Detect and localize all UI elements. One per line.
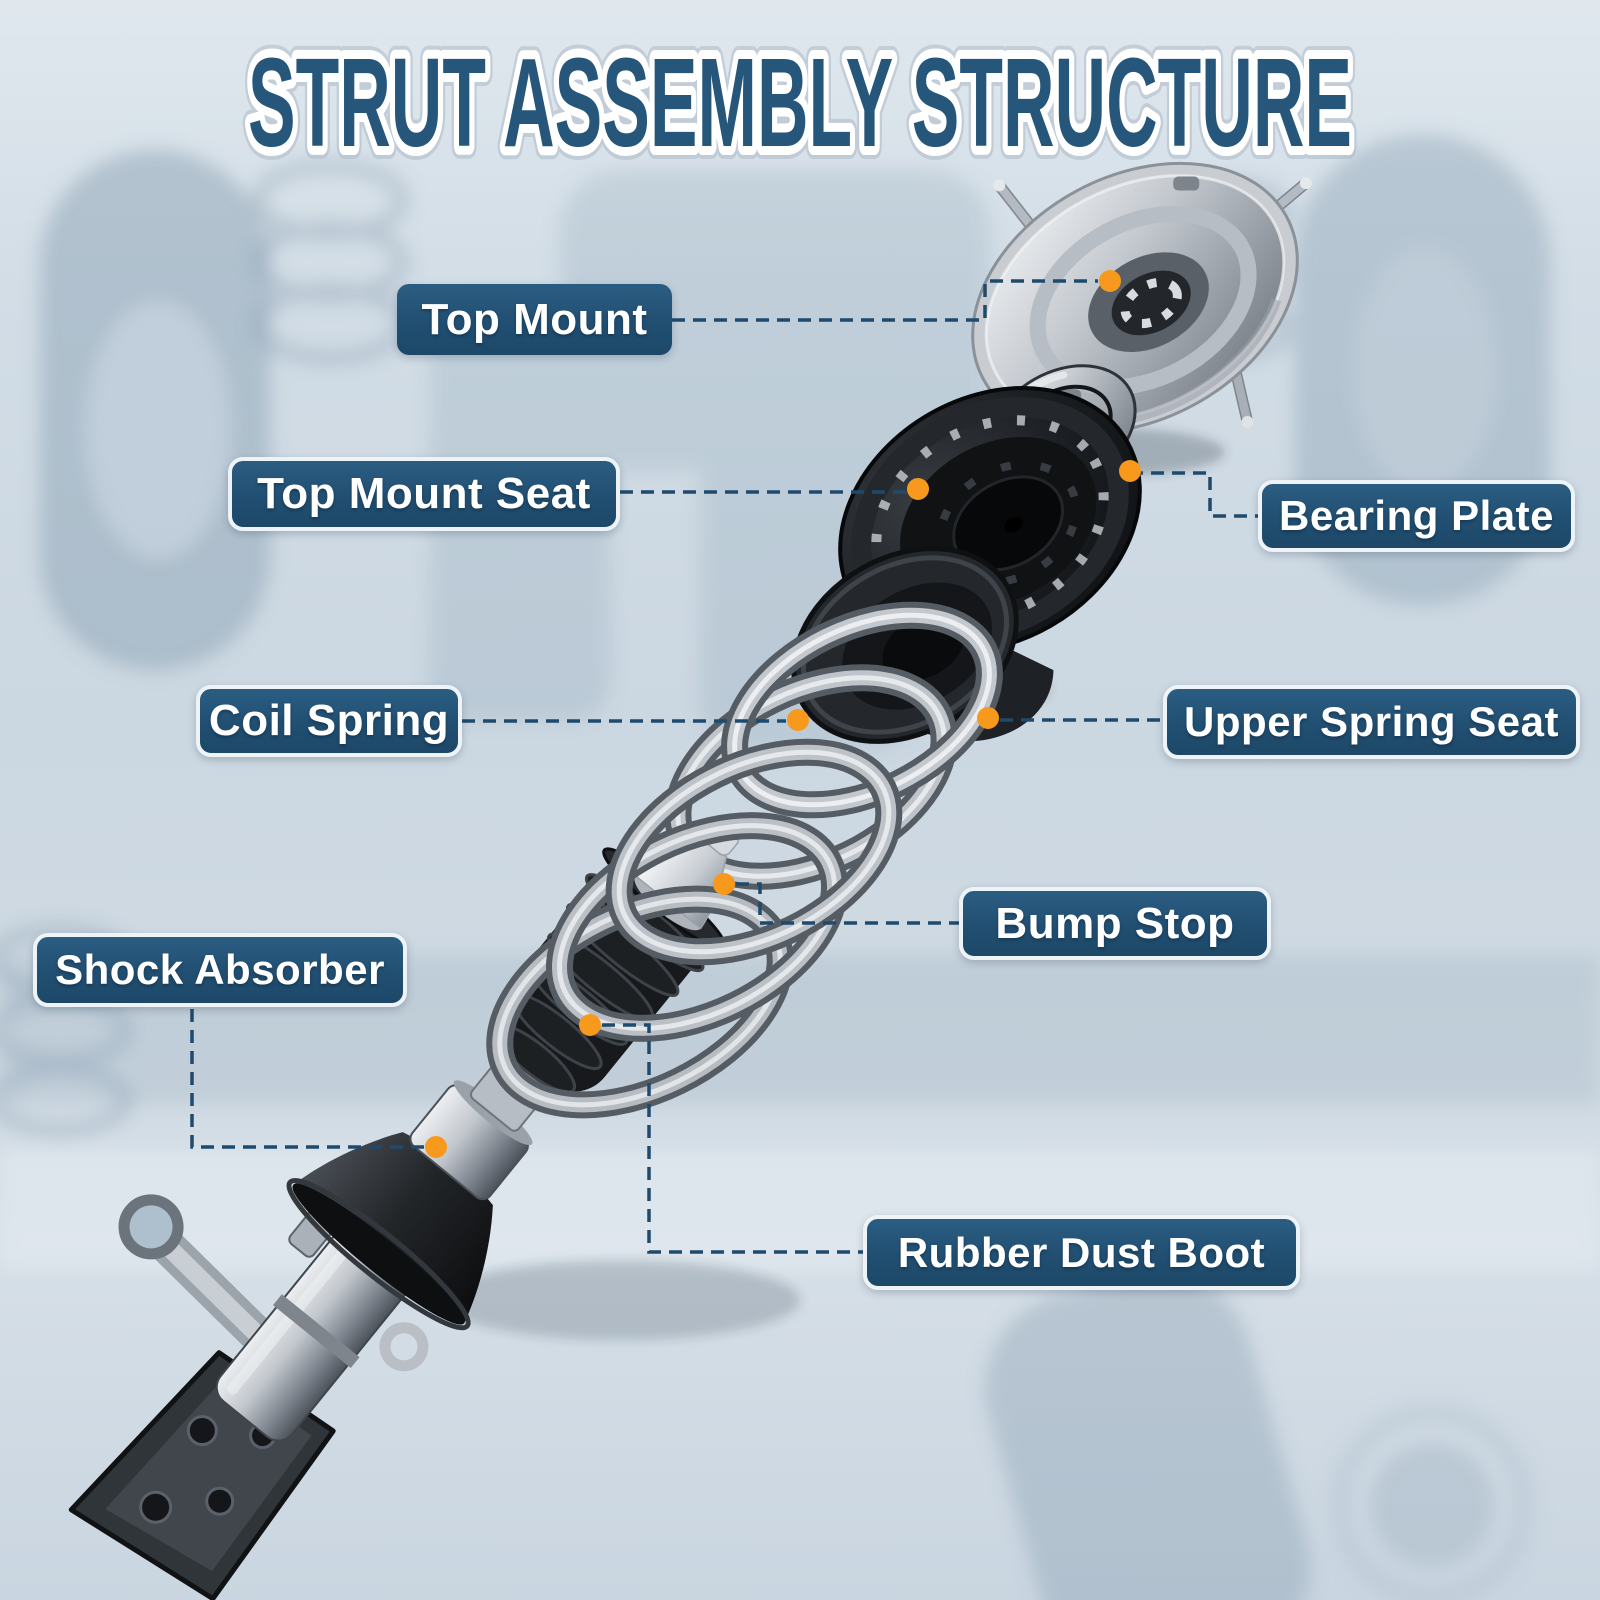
label-top-mount-text: Top Mount	[421, 294, 648, 344]
marker-dot-shock-absorber	[425, 1136, 447, 1158]
label-coil-spring-text: Coil Spring	[208, 696, 450, 745]
label-top-mount-seat-text: Top Mount Seat	[257, 469, 591, 518]
marker-dot-top-mount-seat	[907, 478, 929, 500]
top-mount-part	[971, 161, 1312, 435]
label-bearing-plate-text: Bearing Plate	[1279, 492, 1554, 539]
label-upper-spring-seat: Upper Spring Seat	[1163, 685, 1580, 759]
label-top-mount: Top Mount	[397, 284, 672, 355]
label-upper-spring-seat-text: Upper Spring Seat	[1184, 698, 1559, 745]
shock-absorber-spring-perch	[293, 1132, 493, 1324]
marker-dot-coil-spring	[787, 709, 809, 731]
leader-rubber-dust-boot	[602, 1023, 863, 1254]
marker-dot-bearing-plate	[1119, 460, 1141, 482]
page-title: STRUT ASSEMBLY STRUCTURE STRUT ASSEMBLY …	[235, 19, 1365, 186]
background-exhaust-tip	[1330, 1403, 1534, 1600]
leader-shock-absorber	[190, 1009, 424, 1149]
marker-dot-upper-spring-seat	[977, 707, 999, 729]
marker-dot-bump-stop	[713, 873, 735, 895]
part-marker-dots	[425, 270, 1141, 1158]
label-shock-absorber-text: Shock Absorber	[55, 946, 385, 993]
leader-bump-stop	[736, 882, 959, 925]
label-bearing-plate: Bearing Plate	[1258, 480, 1575, 552]
background-muffler	[985, 1271, 1310, 1600]
label-top-mount-seat: Top Mount Seat	[228, 457, 620, 531]
label-bump-stop: Bump Stop	[959, 887, 1271, 960]
label-coil-spring: Coil Spring	[196, 685, 462, 757]
title-outline: STRUT ASSEMBLY STRUCTURE	[248, 32, 1352, 173]
marker-dot-top-mount	[1099, 270, 1121, 292]
label-shock-absorber: Shock Absorber	[33, 933, 407, 1007]
label-bump-stop-text: Bump Stop	[995, 898, 1235, 948]
leader-top-mount	[672, 279, 1098, 322]
label-rubber-dust-boot-text: Rubber Dust Boot	[897, 1228, 1266, 1276]
coil-spring-front-coils	[486, 738, 903, 1119]
shock-absorber-ring-tab	[379, 1322, 429, 1372]
leader-lines	[190, 279, 1258, 1254]
label-rubber-dust-boot: Rubber Dust Boot	[863, 1215, 1300, 1290]
title-text: STRUT ASSEMBLY STRUCTURE	[248, 32, 1352, 173]
title-halo: STRUT ASSEMBLY STRUCTURE	[248, 32, 1352, 173]
leader-bearing-plate	[1130, 471, 1258, 518]
marker-dot-rubber-dust-boot	[579, 1014, 601, 1036]
shock-absorber-part	[68, 1006, 582, 1600]
